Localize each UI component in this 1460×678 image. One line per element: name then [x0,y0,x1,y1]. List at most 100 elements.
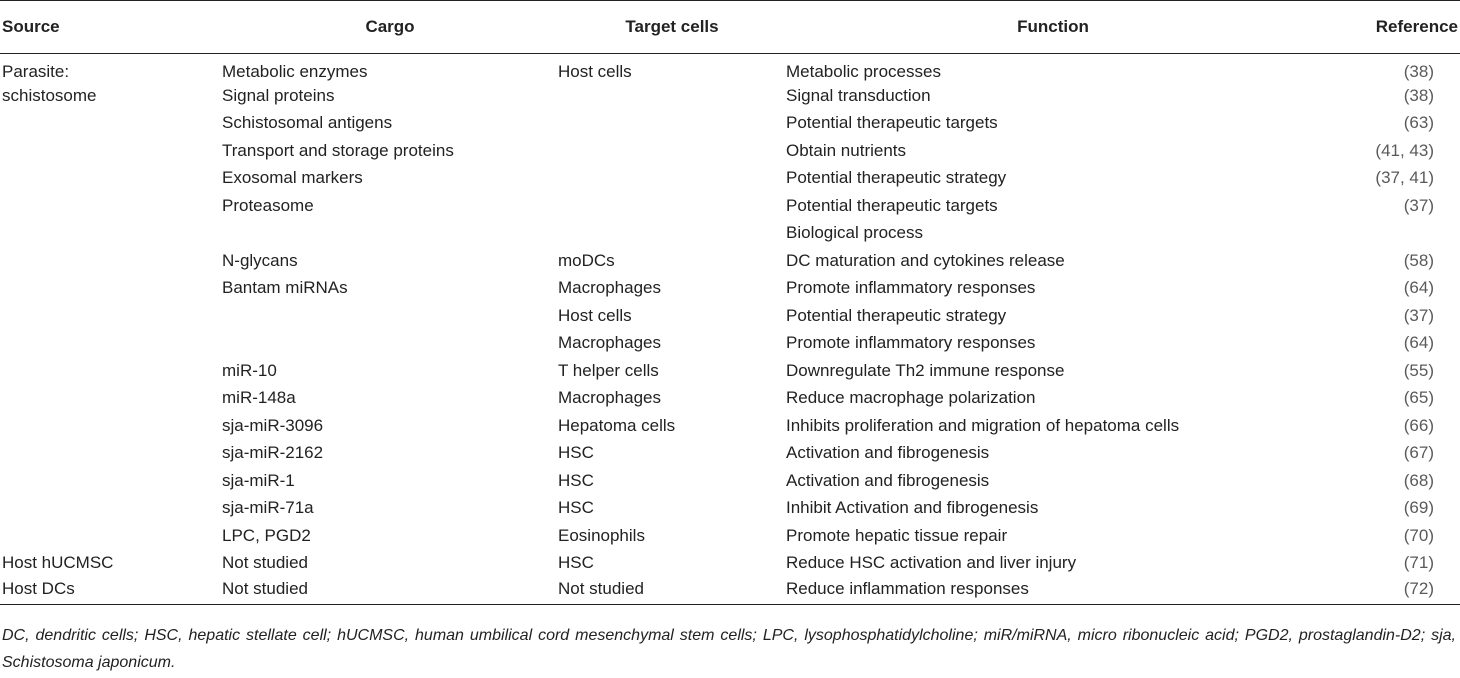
cell-function-text: Reduce HSC activation and liver injury [786,553,1077,573]
table-row: LPC, PGD2 Eosinophils Promote hepatic tiss… [0,522,1460,550]
cell-reference-text[interactable]: (68) [1403,470,1434,490]
cell-target-cells-text: HSC [558,553,594,573]
cell-source [0,495,222,523]
cell-cargo-text: Exosomal markers [222,168,363,188]
cell-function: Obtain nutrients [786,137,1320,165]
cell-function-text: Promote hepatic tissue repair [786,525,1008,545]
cell-function: Signal transduction [786,82,1320,110]
cell-target-cells [558,82,786,110]
cell-reference-text[interactable]: (69) [1403,498,1434,518]
table-row: Macrophages Promote inflammatory response… [0,330,1460,358]
cell-reference: (69) [1320,495,1460,523]
cell-function: Activation and fibrogenesis [786,440,1320,468]
cell-function: Potential therapeutic targets [786,110,1320,138]
cell-reference-text[interactable]: (65) [1403,388,1434,408]
cell-cargo-text: sja-miR-1 [222,470,295,490]
cell-reference: (37) [1320,192,1460,220]
cell-cargo [222,302,558,330]
cell-cargo-text: Transport and storage proteins [222,140,454,160]
cell-target-cells [558,165,786,193]
header-cargo: Cargo [222,0,558,54]
cell-function: Biological process [786,220,1320,248]
cell-function: Potential therapeutic targets [786,192,1320,220]
cell-reference-text[interactable]: (71) [1403,553,1434,573]
cell-reference-text[interactable]: (38) [1403,85,1434,105]
cell-reference-text[interactable]: (41, 43) [1375,140,1434,160]
cell-reference-text[interactable]: (64) [1403,278,1434,298]
cell-source [0,440,222,468]
cell-function: Reduce macrophage polarization [786,385,1320,413]
cell-function-text: Potential therapeutic targets [786,195,998,215]
cell-cargo: Transport and storage proteins [222,137,558,165]
cell-reference-text[interactable]: (37) [1403,195,1434,215]
cell-function: Reduce HSC activation and liver injury [786,550,1320,578]
cell-source [0,220,222,248]
cell-cargo-text: miR-148a [222,388,296,408]
cell-function: Potential therapeutic strategy [786,302,1320,330]
cell-reference-text[interactable]: (67) [1403,443,1434,463]
cell-reference-text[interactable]: (37) [1403,305,1434,325]
cell-function-text: Signal transduction [786,85,931,105]
cell-source: Parasite: [0,54,222,83]
cell-cargo: Bantam miRNAs [222,275,558,303]
cell-function-text: Inhibits proliferation and migration of … [786,415,1180,435]
cell-reference: (38) [1320,82,1460,110]
cell-reference: (64) [1320,275,1460,303]
cell-reference-text[interactable]: (72) [1403,578,1434,598]
cell-reference-text[interactable]: (58) [1403,250,1434,270]
cell-target-cells-text: T helper cells [558,360,659,380]
exosome-cargo-table: Source Cargo Target cells Function Refer… [0,0,1460,605]
cell-target-cells: Macrophages [558,385,786,413]
header-target-cells: Target cells [558,0,786,54]
cell-target-cells-text: Macrophages [558,333,662,353]
cell-function: Promote inflammatory responses [786,330,1320,358]
cell-reference-text[interactable]: (70) [1403,525,1434,545]
cell-source [0,302,222,330]
cell-target-cells [558,220,786,248]
cell-cargo: sja-miR-71a [222,495,558,523]
cell-reference: (63) [1320,110,1460,138]
cell-reference-text[interactable]: (55) [1403,360,1434,380]
table-header-row: Source Cargo Target cells Function Refer… [0,0,1460,54]
cell-function-text: Inhibit Activation and fibrogenesis [786,498,1039,518]
cell-function-text: Reduce inflammation responses [786,578,1029,598]
cell-cargo-text: Proteasome [222,195,314,215]
cell-reference-text[interactable]: (37, 41) [1375,168,1434,188]
cell-reference: (66) [1320,412,1460,440]
cell-cargo [222,220,558,248]
cell-function-text: DC maturation and cytokines release [786,250,1065,270]
cell-reference: (72) [1320,577,1460,605]
exosome-cargo-table-container: Source Cargo Target cells Function Refer… [0,0,1460,605]
cell-function-text: Promote inflammatory responses [786,278,1036,298]
cell-cargo: miR-148a [222,385,558,413]
cell-cargo: miR-10 [222,357,558,385]
cell-reference-text[interactable]: (66) [1403,415,1434,435]
cell-cargo-text: sja-miR-3096 [222,415,324,435]
cell-source [0,247,222,275]
cell-source [0,275,222,303]
cell-cargo: Signal proteins [222,82,558,110]
cell-reference: (70) [1320,522,1460,550]
cell-target-cells-text: Eosinophils [558,525,645,545]
cell-target-cells-text: Hepatoma cells [558,415,676,435]
cell-cargo-text: LPC, PGD2 [222,525,311,545]
cell-function: Downregulate Th2 immune response [786,357,1320,385]
cell-target-cells: HSC [558,440,786,468]
cell-source [0,385,222,413]
cell-reference-text[interactable]: (64) [1403,333,1434,353]
header-source: Source [0,0,222,54]
cell-reference-text[interactable]: (63) [1403,113,1434,133]
cell-function: Promote hepatic tissue repair [786,522,1320,550]
cell-reference: (38) [1320,54,1460,83]
cell-cargo: Schistosomal antigens [222,110,558,138]
cell-reference-text[interactable]: (38) [1403,62,1434,81]
cell-function: Promote inflammatory responses [786,275,1320,303]
cell-function: Activation and fibrogenesis [786,467,1320,495]
